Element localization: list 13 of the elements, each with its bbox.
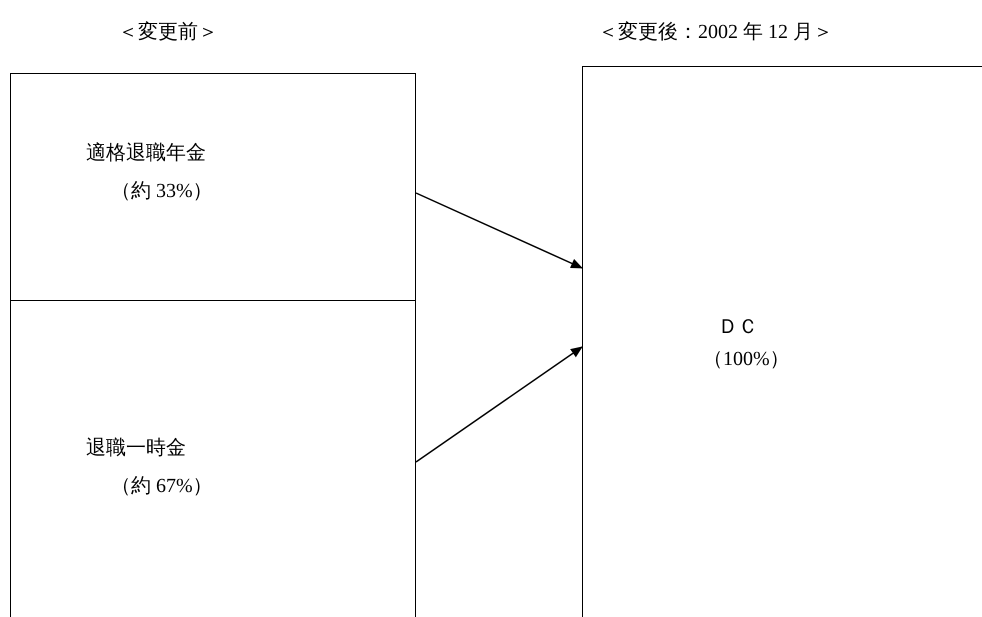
share-text: （約 67%） [111,474,213,499]
plan-box [10,300,416,617]
share-text: （100%） [703,347,790,372]
arrow [416,192,583,269]
column-heading: ＜変更前＞ [118,20,218,45]
plan-name: 退職一時金 [86,436,186,461]
plan-name: 適格退職年金 [86,141,206,166]
share-text: （約 33%） [111,179,213,204]
plan-box [582,66,982,617]
plan-box [10,73,416,301]
arrow [416,346,583,463]
column-heading: ＜変更後：2002 年 12 月＞ [598,20,833,45]
plan-name: ＤＣ [718,315,758,340]
